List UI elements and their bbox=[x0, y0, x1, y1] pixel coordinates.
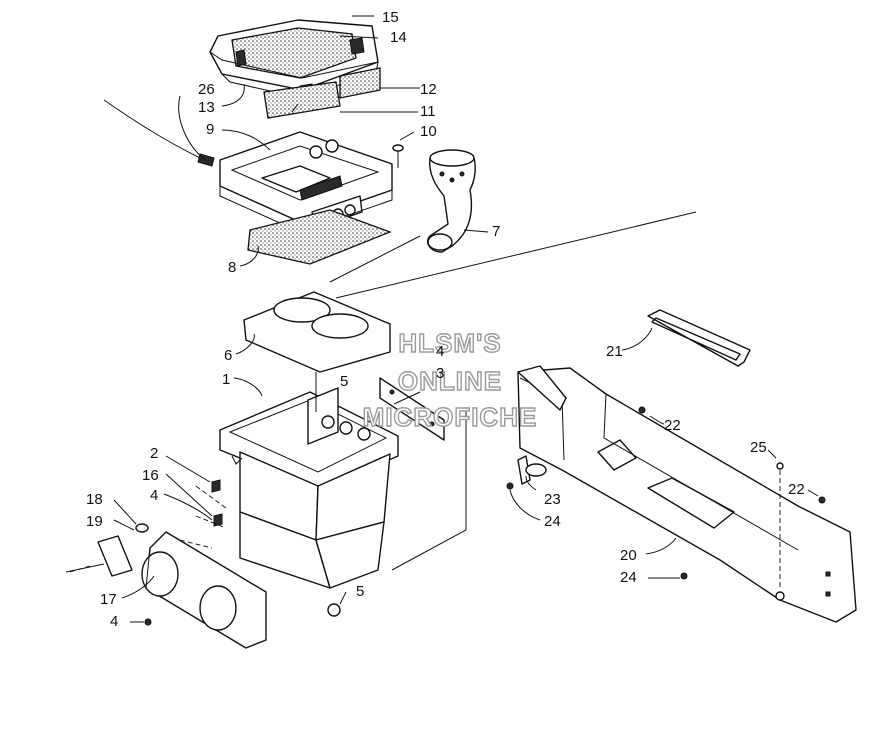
callout-21: 21 bbox=[606, 343, 623, 360]
fastener-2-part bbox=[211, 479, 221, 493]
filter-pad-part bbox=[339, 67, 381, 99]
guide-rod-part bbox=[775, 462, 785, 601]
callout-25: 25 bbox=[750, 439, 767, 456]
callout-15: 15 bbox=[382, 9, 399, 26]
screw-4-part bbox=[144, 618, 152, 626]
callout-19: 19 bbox=[86, 513, 103, 530]
callout-6: 6 bbox=[224, 347, 232, 364]
gasket-plate-part bbox=[243, 291, 391, 373]
callout-10: 10 bbox=[420, 123, 437, 140]
screw-part bbox=[392, 144, 404, 168]
callout-22-right: 22 bbox=[788, 481, 805, 498]
callout-17: 17 bbox=[100, 591, 117, 608]
callout-3: 3 bbox=[436, 365, 444, 382]
callout-12: 12 bbox=[420, 81, 437, 98]
callout-24-bottom: 24 bbox=[620, 569, 637, 586]
callout-14: 14 bbox=[390, 29, 407, 46]
rubber-gasket-part bbox=[647, 309, 751, 367]
callout-23: 23 bbox=[544, 491, 561, 508]
intake-silencer-part bbox=[141, 531, 267, 649]
callout-24-mid: 24 bbox=[544, 513, 561, 530]
airbox-body-part bbox=[219, 387, 399, 589]
intake-boot-part bbox=[426, 149, 476, 253]
lower-foam-part bbox=[247, 209, 392, 265]
fastener-16-part bbox=[213, 513, 223, 527]
grommet-part bbox=[327, 603, 341, 617]
callout-22-top: 22 bbox=[664, 417, 681, 434]
callout-11: 11 bbox=[420, 103, 436, 120]
callout-9: 9 bbox=[206, 121, 214, 138]
callout-8: 8 bbox=[228, 259, 236, 276]
callout-26: 26 bbox=[198, 81, 215, 98]
watermark-line-2: ONLINE bbox=[398, 366, 502, 396]
foam-filter-part bbox=[263, 81, 341, 119]
callout-2: 2 bbox=[150, 445, 158, 462]
watermark-line-3: MICROFICHE bbox=[363, 402, 538, 432]
callout-4-mid: 4 bbox=[150, 487, 158, 504]
retainer-clip-part bbox=[517, 455, 531, 485]
callout-7: 7 bbox=[492, 223, 500, 240]
air-duct-part bbox=[517, 365, 857, 623]
callout-5-bottom: 5 bbox=[356, 583, 364, 600]
bushing-part bbox=[135, 523, 149, 533]
callout-1: 1 bbox=[222, 371, 230, 388]
clamp-part bbox=[65, 535, 133, 577]
watermark-line-1: HLSM'S bbox=[398, 328, 501, 358]
cable-tie-part bbox=[103, 99, 213, 163]
callout-16: 16 bbox=[142, 467, 159, 484]
mounting-bracket-part bbox=[379, 377, 445, 441]
callout-4-top: 4 bbox=[436, 343, 444, 360]
callout-5-top: 5 bbox=[340, 373, 348, 390]
callout-18: 18 bbox=[86, 491, 103, 508]
callout-20: 20 bbox=[620, 547, 637, 564]
callout-13: 13 bbox=[198, 99, 215, 116]
callout-4-bottom: 4 bbox=[110, 613, 118, 630]
